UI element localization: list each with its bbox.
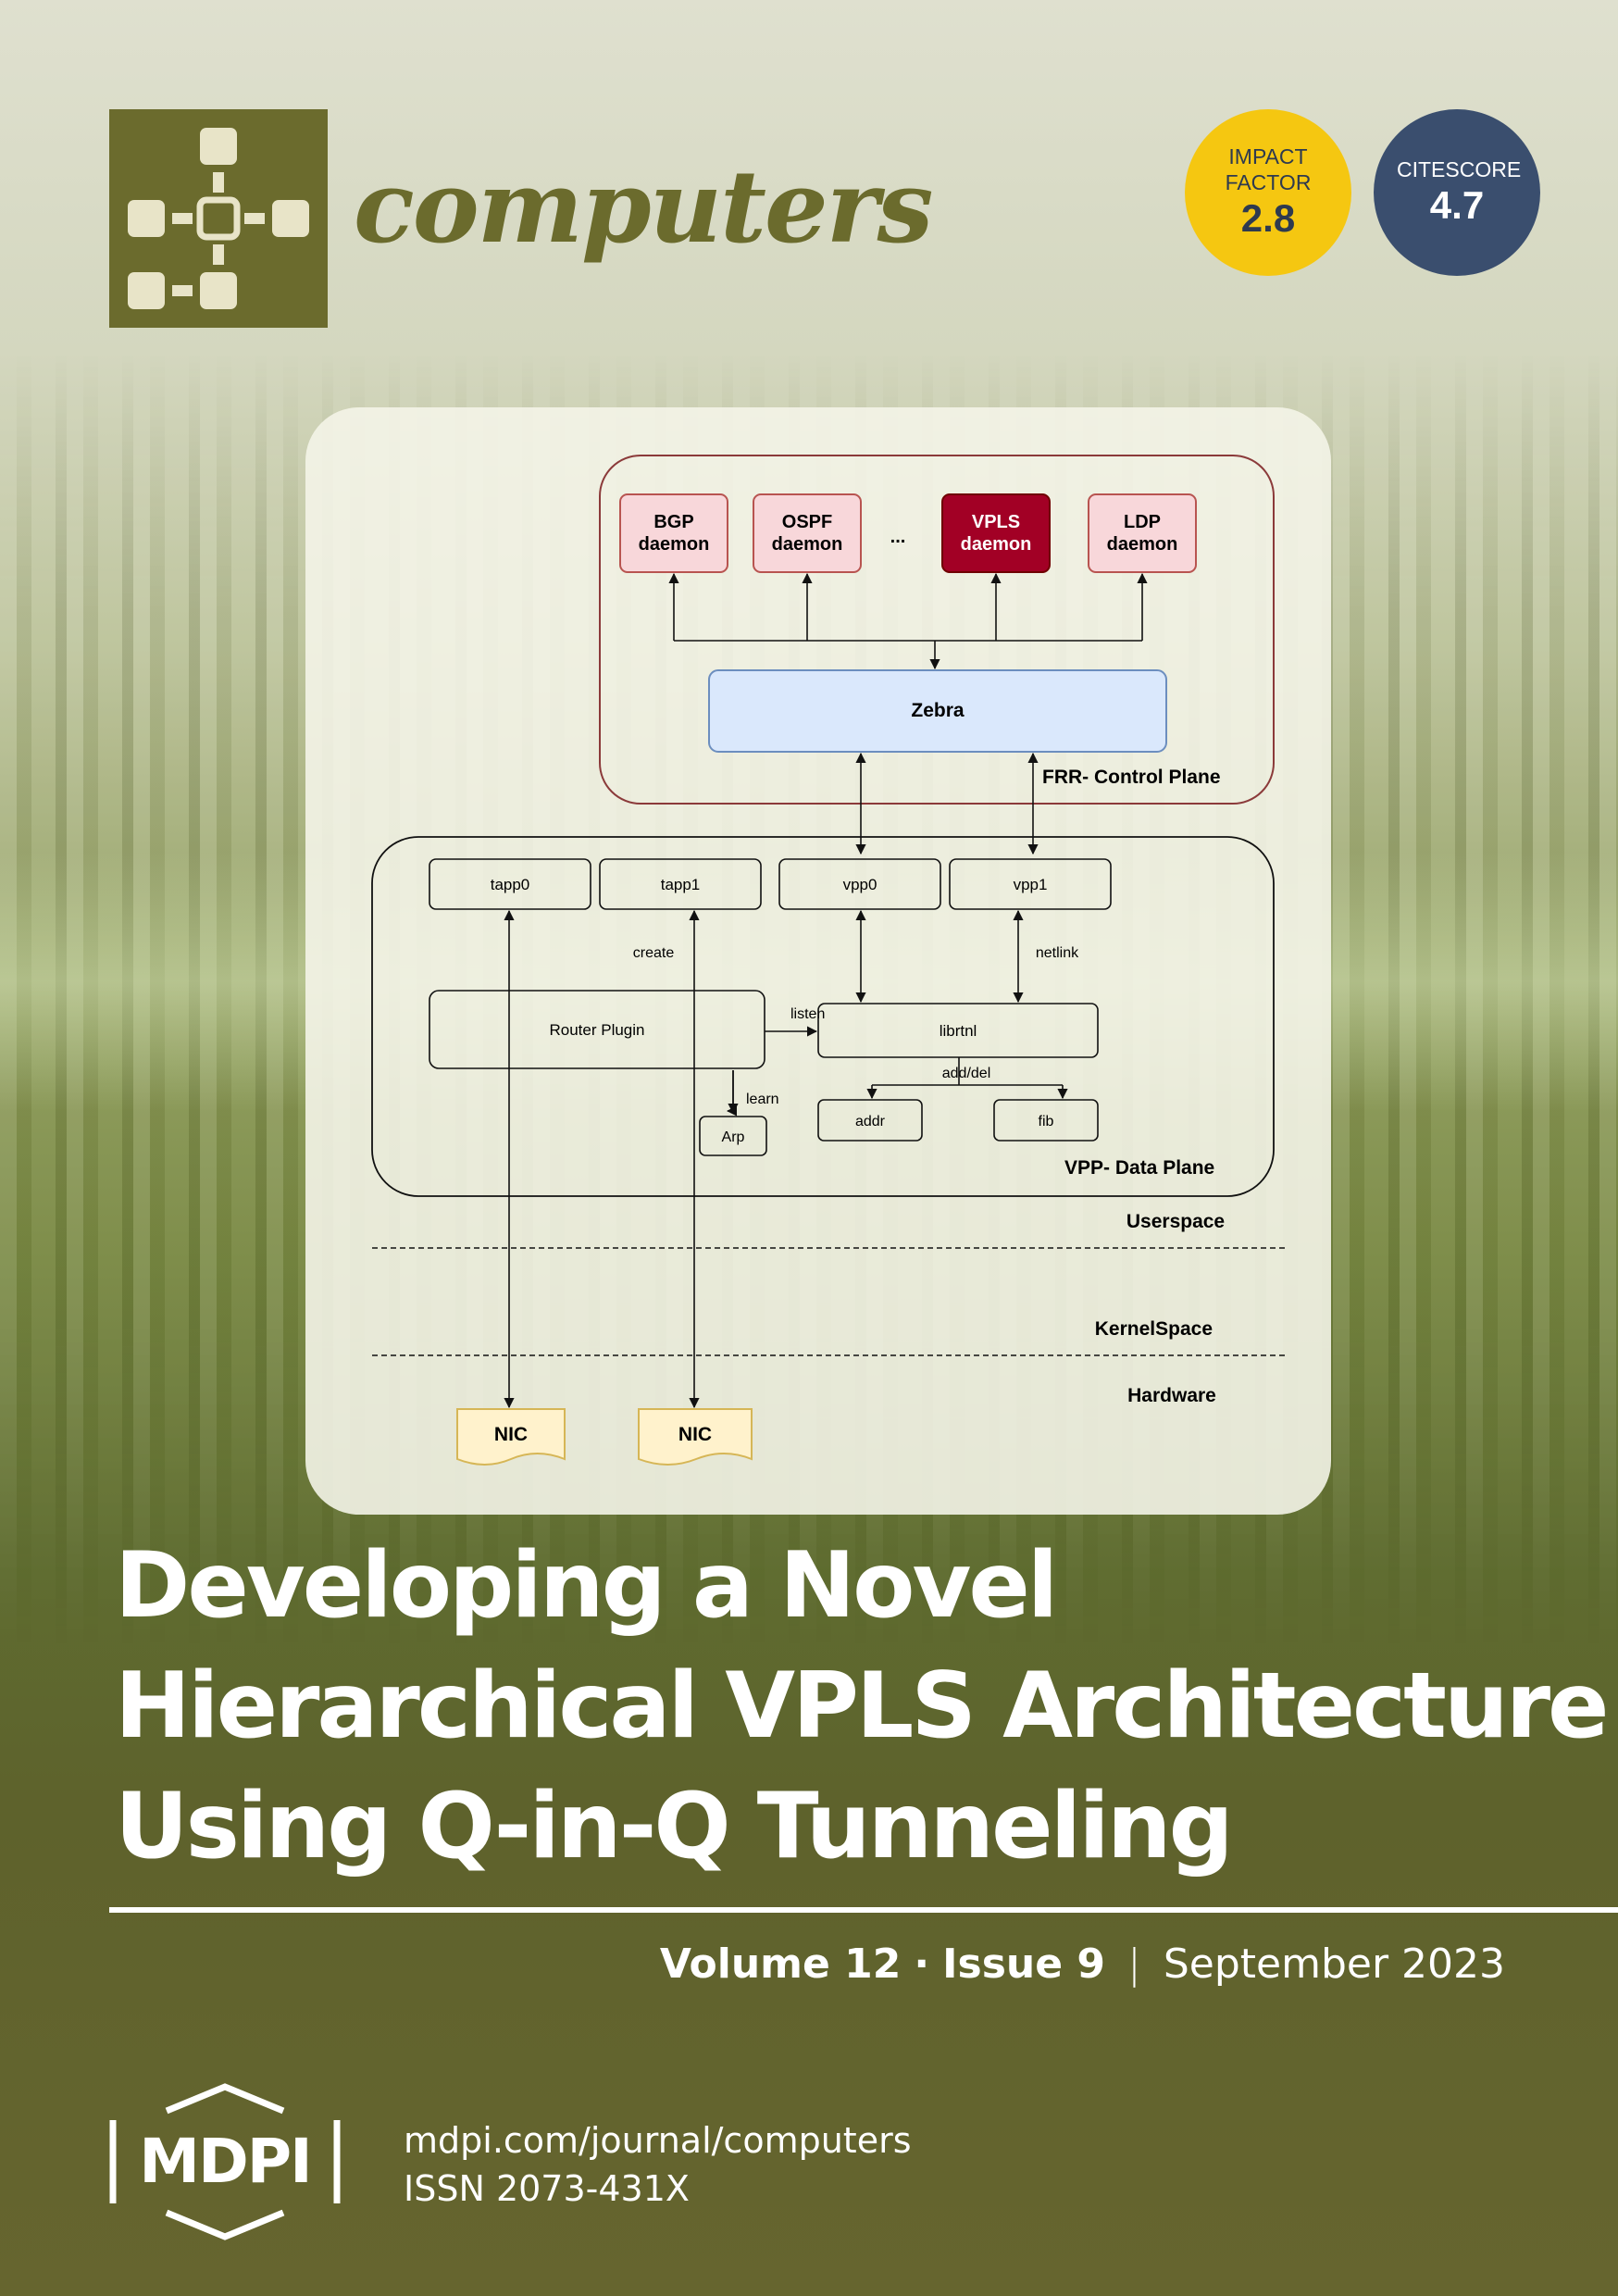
journal-title: computers: [354, 149, 933, 266]
architecture-diagram: BGP daemon OSPF daemon ... VPLS daemon L…: [371, 455, 1287, 1466]
hardware-label: Hardware: [1127, 1385, 1216, 1406]
arp-label: Arp: [722, 1129, 745, 1145]
create-label: create: [633, 945, 675, 961]
vpls-daemon-line1: VPLS: [972, 512, 1020, 532]
impact-factor-label: IMPACT FACTOR: [1225, 144, 1312, 194]
listen-label: listen: [790, 1006, 825, 1022]
mdpi-logo-icon: [109, 2083, 341, 2240]
kernelspace-label: KernelSpace: [1095, 1318, 1213, 1340]
bgp-daemon-box: [619, 493, 728, 573]
netlink-label: netlink: [1036, 945, 1079, 961]
control-plane-label: FRR- Control Plane: [1042, 767, 1221, 788]
journal-logo: [109, 109, 328, 328]
article-title-line-3: Using Q-in-Q Tunneling: [115, 1774, 1234, 1879]
bgp-daemon-line2: daemon: [639, 534, 710, 555]
issue-date: September 2023: [1163, 1940, 1505, 1988]
journal-url[interactable]: mdpi.com/journal/computers: [404, 2120, 912, 2161]
issn-label: ISSN 2073-431X: [404, 2168, 690, 2209]
librtnl-label: librtnl: [940, 1022, 977, 1040]
tapp1-label: tapp1: [661, 876, 701, 893]
vpp1-box: [949, 858, 1112, 910]
nic-1-label: NIC: [678, 1424, 712, 1445]
data-plane-label: VPP- Data Plane: [1064, 1157, 1214, 1179]
nic-0-label: NIC: [494, 1424, 528, 1445]
issue-dot: ·: [914, 1940, 930, 1988]
nic-connectors: [504, 909, 700, 1409]
daemons-ellipsis: ...: [890, 527, 906, 547]
tapp0-label: tapp0: [491, 876, 530, 893]
issue-label: Issue 9: [942, 1940, 1105, 1988]
ospf-daemon-line1: OSPF: [782, 512, 832, 532]
vpp1-label: vpp1: [1014, 876, 1048, 893]
learn-label: learn: [746, 1092, 779, 1107]
zebra-vpp-connectors: [855, 752, 1039, 855]
citescore-value: 4.7: [1429, 183, 1485, 227]
userspace-label: Userspace: [1126, 1211, 1225, 1232]
data-plane-frame: [371, 836, 1275, 1197]
network-nodes-icon: [128, 128, 309, 309]
ldp-daemon-line1: LDP: [1124, 512, 1161, 532]
adddel-label: add/del: [942, 1066, 991, 1081]
impact-factor-badge: IMPACT FACTOR 2.8: [1185, 109, 1351, 276]
ospf-daemon-box: [753, 493, 862, 573]
addr-box: [817, 1099, 923, 1142]
title-divider: [109, 1907, 1618, 1913]
control-plane-frame: [599, 455, 1275, 805]
citescore-badge: CITESCORE 4.7: [1374, 109, 1540, 276]
zebra-label: Zebra: [911, 700, 965, 721]
fib-box: [993, 1099, 1099, 1142]
issue-separator: |: [1127, 1940, 1141, 1988]
article-title-line-2: Hierarchical VPLS Architecture: [115, 1653, 1610, 1759]
router-plugin-label: Router Plugin: [549, 1021, 644, 1039]
nic-1-box: [638, 1408, 753, 1466]
article-title-line-1: Developing a Novel: [115, 1533, 1058, 1639]
issue-info: Volume 12 · Issue 9 | September 2023: [660, 1940, 1505, 1988]
librtnl-box: [817, 1003, 1099, 1058]
vpp0-label: vpp0: [843, 876, 877, 893]
mdpi-logo-text: MDPI: [139, 2126, 312, 2197]
article-title: Developing a Novel Hierarchical VPLS Arc…: [115, 1526, 1610, 1887]
impact-factor-value: 2.8: [1240, 196, 1296, 240]
nic-0-box: [456, 1408, 566, 1466]
fib-label: fib: [1039, 1114, 1054, 1129]
arp-box: [699, 1116, 767, 1156]
vpls-daemon-box: [941, 493, 1051, 573]
addr-label: addr: [855, 1114, 886, 1129]
volume-label: Volume 12: [659, 1940, 902, 1988]
tapp1-box: [599, 858, 762, 910]
router-plugin-box: [429, 990, 765, 1069]
data-plane-connectors: [726, 909, 1068, 1117]
citescore-label: CITESCORE: [1397, 157, 1522, 181]
daemon-connectors: [668, 572, 1148, 670]
ospf-daemon-line2: daemon: [772, 534, 843, 555]
bgp-daemon-line1: BGP: [653, 512, 693, 532]
ldp-daemon-line2: daemon: [1107, 534, 1178, 555]
diagram-panel: BGP daemon OSPF daemon ... VPLS daemon L…: [305, 407, 1331, 1515]
ldp-daemon-box: [1088, 493, 1197, 573]
tapp0-box: [429, 858, 591, 910]
vpls-daemon-line2: daemon: [961, 534, 1032, 555]
zebra-box: [708, 669, 1167, 753]
vpp0-box: [778, 858, 941, 910]
